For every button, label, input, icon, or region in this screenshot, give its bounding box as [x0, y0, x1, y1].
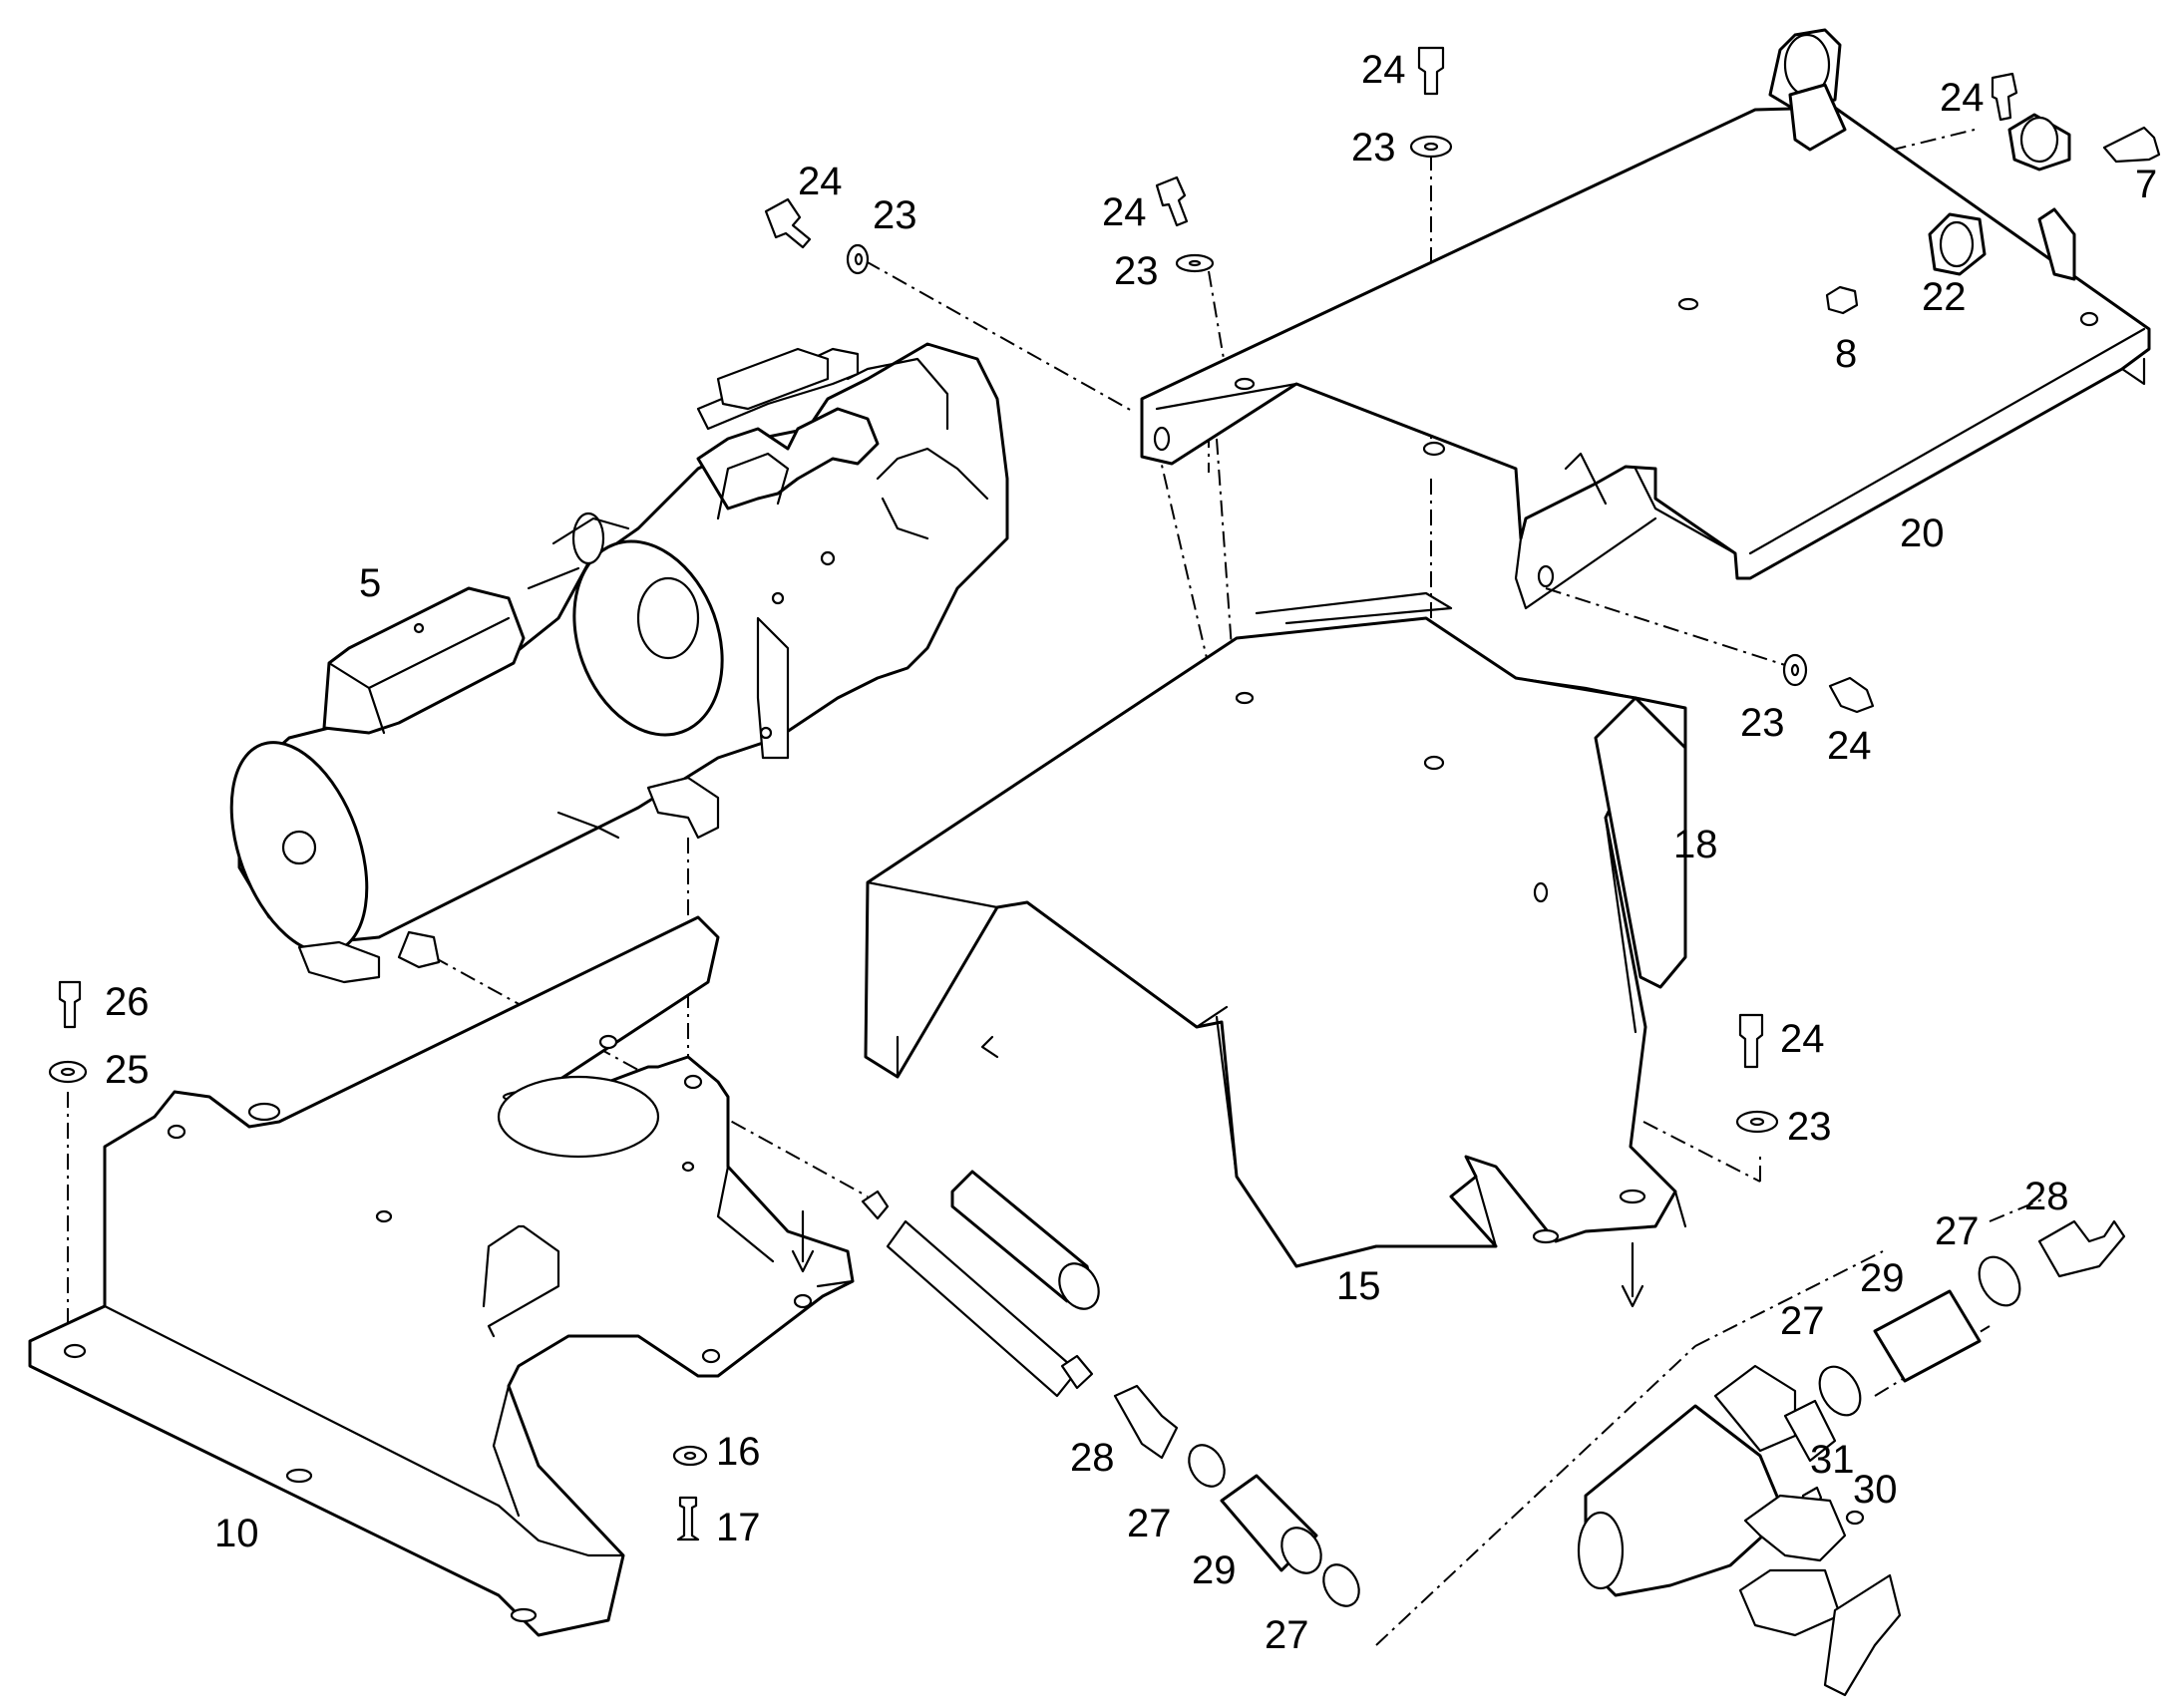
side-strip-18 [1594, 696, 1687, 989]
bolt-24-a [1417, 46, 1445, 96]
nut-8 [1825, 285, 1859, 315]
bolt-24-d [1155, 175, 1189, 227]
callout-25: 25 [105, 1048, 150, 1092]
callout-24-d: 24 [1102, 190, 1147, 234]
callout-23-d: 23 [1740, 701, 1785, 745]
callout-27-c: 27 [1780, 1299, 1825, 1343]
callout-27-b: 27 [1265, 1613, 1309, 1657]
direction-arrows [791, 1209, 1644, 1308]
callout-24-f: 24 [1780, 1017, 1825, 1061]
callout-26: 26 [105, 980, 150, 1024]
clamp-27-right-2 [1978, 1255, 2021, 1307]
clamp-27-left-2 [1322, 1563, 1360, 1607]
callout-16: 16 [716, 1430, 761, 1474]
motor-pump-5 [229, 342, 1009, 984]
washer-23-d [1782, 653, 1808, 687]
bolt-26 [58, 980, 82, 1029]
callout-24-a: 24 [1361, 48, 1406, 92]
bolt-24-f [1738, 1013, 1764, 1069]
callout-28-b: 28 [2024, 1175, 2069, 1218]
sleeve-29-right [1873, 1289, 1982, 1383]
clamp-assembly-top [1768, 28, 2076, 281]
callout-29-a: 29 [1192, 1548, 1237, 1592]
callout-22: 22 [1922, 275, 1967, 319]
callout-31: 31 [1810, 1438, 1855, 1482]
callout-27-d: 27 [1935, 1209, 1980, 1253]
callout-24-e: 24 [1827, 724, 1872, 768]
callout-27-a: 27 [1127, 1502, 1172, 1545]
callout-20: 20 [1900, 512, 1945, 555]
callout-5: 5 [359, 561, 382, 605]
callout-24-b: 24 [1940, 76, 1985, 120]
callout-23-e: 23 [1787, 1105, 1832, 1149]
washer-23-e [1735, 1110, 1779, 1134]
callout-10: 10 [214, 1512, 259, 1555]
bolt-24-b [1991, 72, 2018, 122]
washer-16 [672, 1445, 708, 1467]
callout-29-b: 29 [1860, 1256, 1905, 1300]
washer-25 [48, 1060, 88, 1084]
mounting-plate-20 [1140, 106, 2151, 610]
clamp-27-right-1 [1818, 1365, 1862, 1417]
callout-8: 8 [1835, 332, 1858, 376]
base-plate-10 [28, 915, 855, 1637]
callout-17: 17 [716, 1506, 761, 1549]
callout-23-a: 23 [1351, 126, 1396, 170]
callout-15: 15 [1336, 1264, 1381, 1308]
callout-18: 18 [1673, 823, 1718, 866]
screw-7 [2102, 126, 2161, 164]
sleeve-29-left [1220, 1474, 1322, 1574]
washer-23-c [1175, 253, 1215, 273]
callout-7: 7 [2135, 163, 2158, 206]
filter-canister [1577, 1364, 1902, 1697]
mounting-band [1743, 1494, 1847, 1562]
callout-24-c: 24 [798, 160, 843, 203]
washer-23-b [846, 243, 870, 275]
washer-23-a [1409, 135, 1453, 159]
bolt-24-e [1828, 676, 1875, 714]
washer-30 [1845, 1510, 1865, 1526]
hardware [48, 46, 2161, 1541]
callout-23-c: 23 [1114, 249, 1159, 293]
cover-bracket-15 [864, 591, 1687, 1268]
fitting-28-right [2037, 1219, 2126, 1278]
bolt-24-c [764, 197, 812, 249]
clamp-27-left-1 [1188, 1444, 1226, 1488]
fitting-28-left [1113, 1384, 1179, 1460]
bolt-17 [676, 1496, 700, 1541]
callout-28-a: 28 [1070, 1436, 1115, 1480]
hose-left [861, 1170, 1100, 1398]
callout-23-b: 23 [873, 193, 917, 237]
callout-30: 30 [1853, 1468, 1898, 1512]
